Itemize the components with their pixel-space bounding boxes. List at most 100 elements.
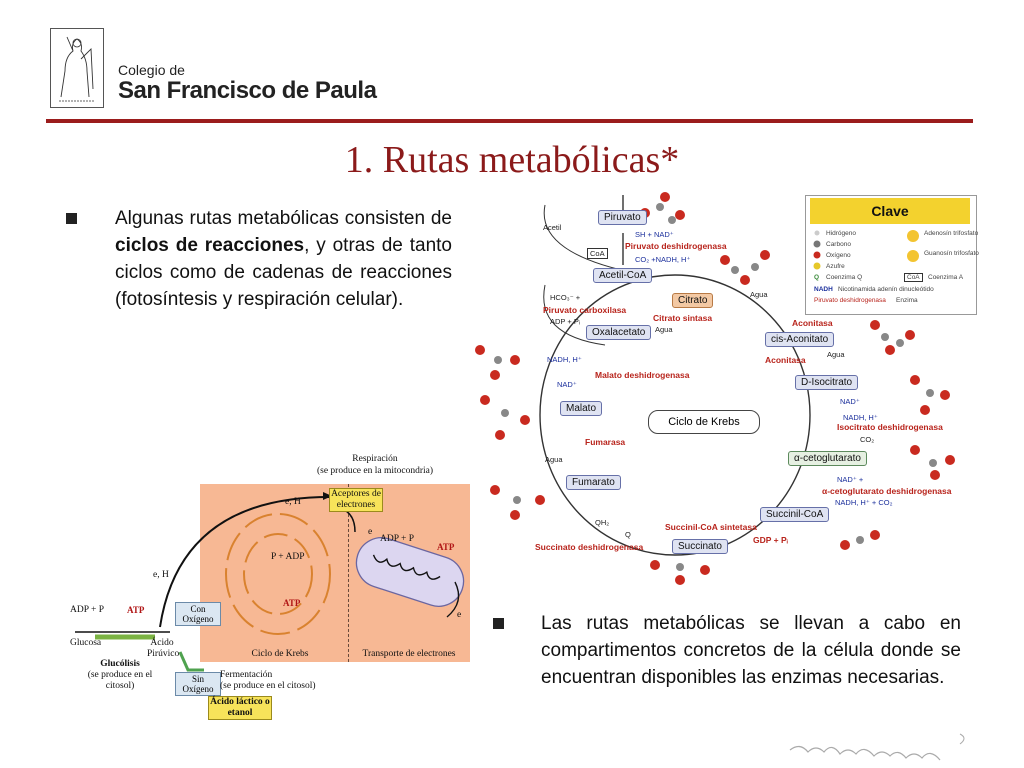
school-logo <box>50 28 104 108</box>
cetoglutarato-label: α-cetoglutarato <box>788 451 867 466</box>
con-oxigeno-label: Con Oxígeno <box>175 602 221 626</box>
d-isocitrato-label: D-Isocitrato <box>795 375 859 390</box>
adp-p-label-2: ADP + P <box>70 605 105 615</box>
key-row: Oxígeno <box>826 252 851 259</box>
glucosa-label: Glucosa <box>70 638 102 648</box>
e-label: e <box>368 527 373 537</box>
enzyme-label: Citrato sintasa <box>653 313 713 323</box>
glucolisis-note: (se produce en el citosol) <box>87 670 153 691</box>
enzyme-label: Aconitasa <box>765 355 806 365</box>
enzyme-label: Succinil-CoA sintetasa <box>665 522 757 532</box>
key-row: Coenzima A <box>928 274 964 281</box>
transporte-label: Transporte de electrones <box>362 649 456 659</box>
atp-label: ATP <box>283 598 301 608</box>
oxalacetato-label: Oxalacetato <box>586 325 652 340</box>
enzyme-label: Fumarasa <box>585 437 626 447</box>
respiration-arrows <box>75 492 465 672</box>
krebs-cycle-diagram: Piruvato Acetil-CoA Citrato cis-Aconitat… <box>465 185 980 595</box>
cis-aconitato-label: cis-Aconitato <box>765 332 835 347</box>
succinil-coa-label: Succinil-CoA <box>760 507 830 522</box>
key-row: Azufre <box>826 263 845 270</box>
sh-nad-label: SH + NAD⁺ <box>635 230 674 239</box>
divider <box>348 484 349 662</box>
qh2-label: QH₂ <box>595 518 610 527</box>
respiration-diagram: Respiración (se produce en la mitocondri… <box>65 452 475 732</box>
bullet-text-2: Las rutas metabólicas se llevan a cabo e… <box>541 613 961 688</box>
key-row: Piruvato deshidrogenasa <box>814 297 886 304</box>
agua-label: Agua <box>750 290 768 299</box>
bullet-1-part-1: Algunas rutas metabólicas consisten de <box>115 208 452 229</box>
acetil-coa-label: Acetil-CoA <box>593 268 653 283</box>
enzyme-label: Isocitrato deshidrogenasa <box>837 422 943 432</box>
bullet-marker <box>66 213 77 224</box>
nadh-label: NADH, H⁺ <box>547 355 582 364</box>
q-label: Q <box>625 530 631 539</box>
key-row: Carbono <box>826 241 851 248</box>
co2-label: CO₂ <box>860 435 875 444</box>
key-q: Q <box>814 274 820 281</box>
succinato-label: Succinato <box>672 539 728 554</box>
hco3-label: HCO₃⁻ + <box>550 293 581 302</box>
bullet-1-bold: ciclos de reacciones <box>115 235 305 256</box>
bullet-text-1: Algunas rutas metabólicas consisten de c… <box>115 205 452 313</box>
respiration-subtitle: (se produce en la mitocondria) <box>316 466 434 476</box>
atp-label: ATP <box>437 542 455 552</box>
nad-label: NAD⁺ <box>840 397 860 406</box>
enzyme-label: Piruvato carboxilasa <box>543 305 627 315</box>
atp-label-2: ATP <box>127 605 145 615</box>
adp-p-label: ADP + P <box>380 534 415 544</box>
school-name: San Francisco de Paula <box>118 77 377 104</box>
coa-label: CoA <box>587 248 608 259</box>
enzyme-label: Piruvato deshidrogenasa <box>625 241 727 251</box>
agua-label: Agua <box>545 455 563 464</box>
nadh-label: NADH, H⁺ <box>843 413 878 422</box>
key-coa: CoA <box>904 273 923 282</box>
agua-label: Agua <box>655 325 673 334</box>
agua-label: Agua <box>827 350 845 359</box>
citrato-label: Citrato <box>672 293 714 308</box>
fermentacion-label: Fermentación <box>220 670 273 680</box>
nad-label: NAD⁺ <box>557 380 577 389</box>
bullet-1-part-2: , y otras de tanto ciclos como de cadena… <box>115 235 452 310</box>
fermentacion-note: (se produce en el citosol) <box>220 681 316 691</box>
nadh-co2-label: NADH, H⁺ + CO₂ <box>835 498 893 507</box>
key-row: Enzima <box>896 297 918 304</box>
ciclo-krebs-label: Ciclo de Krebs <box>251 649 309 659</box>
glucolisis-label: Glucólisis <box>100 659 140 669</box>
bullet-marker <box>493 618 504 629</box>
enzyme-label: Succinato deshidrogenasa <box>535 542 644 552</box>
acetil-label: Acetil <box>543 223 562 232</box>
saint-figure-icon <box>59 36 95 102</box>
respiration-title: Respiración <box>352 454 398 464</box>
eh-label-2: e, H <box>153 570 169 580</box>
e-label-2: e <box>457 610 462 620</box>
malato-label: Malato <box>560 401 603 416</box>
key-row: Coenzima Q <box>826 274 863 281</box>
p-adp-label: P + ADP <box>271 552 305 562</box>
nad-plus-label: NAD⁺ + <box>837 475 864 484</box>
krebs-center-label: Ciclo de Krebs <box>648 410 760 434</box>
key-row: Adenosín trifosfato <box>924 230 979 237</box>
key-title: Clave <box>810 198 970 224</box>
enzyme-label: Malato deshidrogenasa <box>595 370 690 380</box>
enzyme-label: Aconitasa <box>792 318 833 328</box>
slide-title: 1. Rutas metabólicas* <box>344 139 680 181</box>
acido-piruvico-label: Ácido Pirúvico <box>147 638 180 659</box>
school-prefix: Colegio de <box>118 62 185 78</box>
adp-label: ADP + Pᵢ <box>550 317 581 326</box>
enzyme-label: α-cetoglutarato deshidrogenasa <box>822 486 952 496</box>
fumarato-label: Fumarato <box>566 475 621 490</box>
key-atom-legend <box>813 230 821 270</box>
acido-lactico-label: Ácido láctico o etanol <box>208 696 272 720</box>
key-row: Hidrógeno <box>826 230 856 237</box>
key-row: Nicotinamida adenín dinucleótido <box>838 286 934 293</box>
key-row: Guanosín trifosfato <box>924 250 979 257</box>
header-rule <box>46 119 973 123</box>
piruvato-label: Piruvato <box>598 210 647 225</box>
key-nadh: NADH <box>814 286 833 293</box>
sin-oxigeno-label: Sin Oxígeno <box>175 672 221 696</box>
handwritten-signature <box>789 733 965 761</box>
aceptores-label: Aceptores de electrones <box>329 488 383 512</box>
co2-nadh-label: CO₂ +NADH, H⁺ <box>635 255 691 264</box>
gdp-label: GDP + Pᵢ <box>753 535 788 545</box>
